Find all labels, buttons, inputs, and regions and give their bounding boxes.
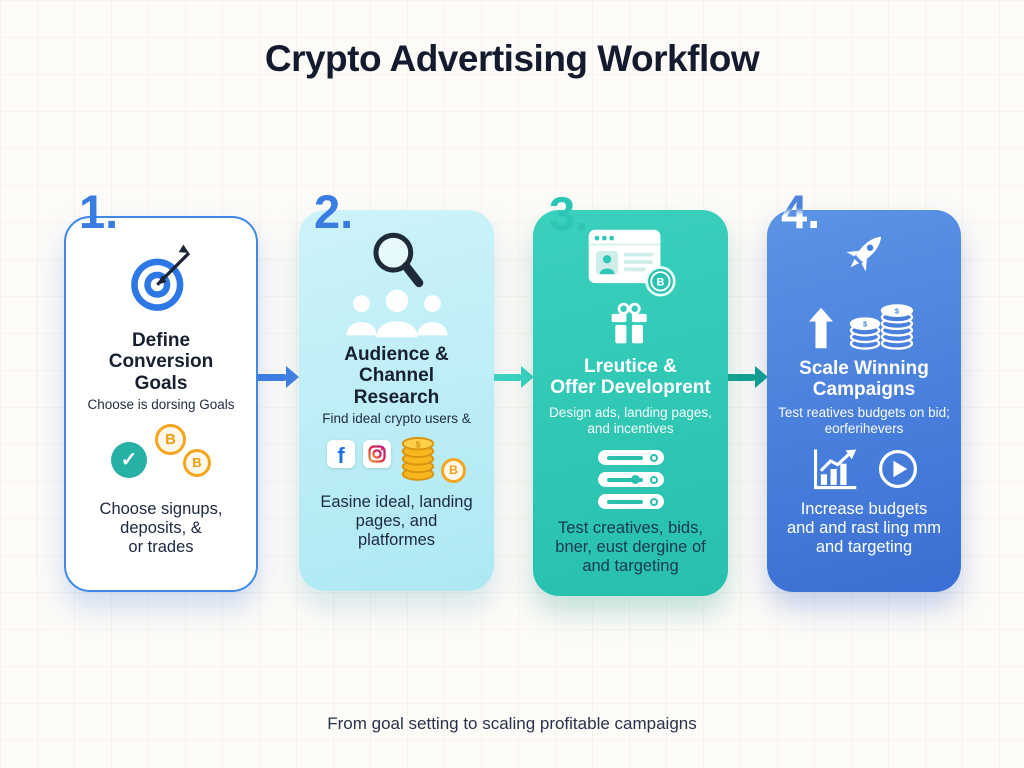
step-title: Audience & Channel Research (344, 344, 449, 408)
step-subtitle: Choose is dorsing Goals (87, 396, 235, 412)
gift-icon (611, 302, 647, 344)
step-2-number: 2. (314, 185, 354, 238)
svg-text:$: $ (863, 320, 868, 329)
step-card-audience-research: Audience & Channel Research Find ideal c… (299, 210, 494, 591)
step-title: Scale Winning Campaigns (799, 358, 929, 401)
growth-icons: $ $ (809, 290, 919, 350)
target-icon (131, 244, 191, 311)
step-subtitle: Design ads, landing pages, and incentive… (549, 404, 712, 437)
svg-text:$: $ (416, 439, 421, 449)
channel-icons: f (327, 432, 466, 483)
step-card-offer-development: B Lreutice & Offer Developrent Design ad… (533, 210, 728, 596)
arrow-right-icon (256, 365, 299, 389)
step-subtitle: Test reatives budgets on bid; eorferihev… (778, 404, 950, 437)
play-icon (878, 450, 918, 489)
bitcoin-coin-icon: B (183, 448, 211, 477)
step-body: Test creatives, bids, bner, eust dergine… (555, 519, 706, 576)
step-body: Choose signups, deposits, & or trades (99, 499, 223, 556)
step-card-define-goals: Define Conversion Goals Choose is dorsin… (64, 216, 258, 592)
footer-caption: From goal setting to scaling profitable … (327, 714, 697, 733)
coin-stacks-icon: $ $ (849, 304, 914, 350)
facebook-icon: f (327, 439, 355, 468)
up-arrow-icon (809, 307, 833, 349)
arrow-right-icon (491, 365, 534, 389)
step-1-number: 1. (79, 185, 119, 238)
check-icon: ✓ (111, 441, 147, 478)
ad-browser-icon: B (588, 229, 676, 297)
step-body: Increase budgets and and rast ling mm an… (786, 500, 942, 557)
sliders-icon (597, 450, 664, 510)
magnifier-icon (372, 232, 423, 288)
step-title: Lreutice & Offer Developrent (550, 356, 711, 399)
step-body: Easine ideal, landing pages, and platfor… (320, 492, 473, 549)
page-title: Crypto Advertising Workflow (264, 38, 760, 79)
step-4-number: 4. (781, 185, 821, 238)
arrow-right-icon (725, 365, 768, 389)
step-title: Define Conversion Goals (108, 330, 214, 394)
svg-text:B: B (656, 276, 664, 288)
step-card-scale-campaigns: $ $ Scale Winning Campaigns Test reative… (767, 210, 961, 592)
rocket-icon (846, 236, 882, 272)
growth-chart-icon (813, 449, 857, 490)
svg-text:$: $ (895, 306, 900, 315)
bitcoin-coin-icon: B (155, 423, 186, 455)
instagram-icon (363, 439, 391, 468)
step-subtitle: Find ideal crypto users & (322, 410, 471, 426)
gold-coin-stack-icon: $ (401, 436, 435, 481)
step-3-number: 3. (549, 187, 589, 240)
audience-icon (346, 289, 447, 338)
bitcoin-coin-icon: B (441, 457, 466, 483)
scaling-icons (808, 446, 920, 492)
goal-icons: ✓ B B (105, 423, 217, 492)
bitcoin-badge-icon: B (644, 266, 676, 297)
